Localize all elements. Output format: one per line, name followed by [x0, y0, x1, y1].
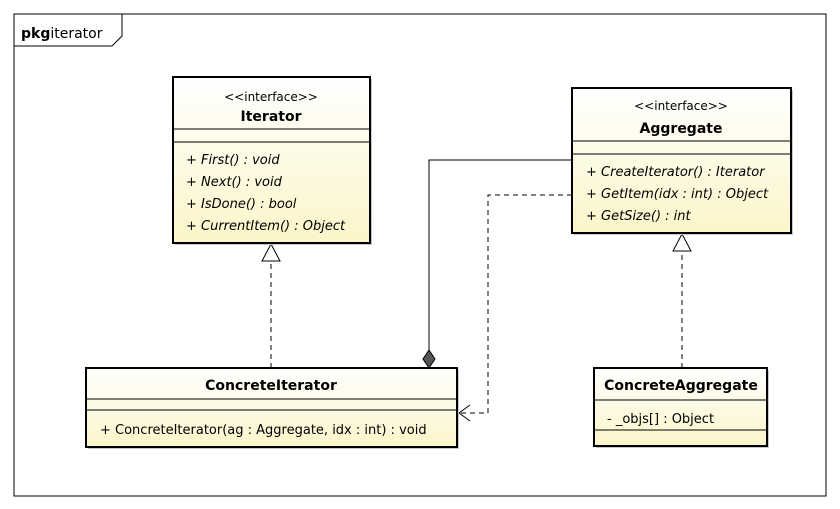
composition-diamond	[422, 349, 436, 369]
class-concrete-iterator-box	[85, 367, 458, 448]
package-name: iterator	[50, 26, 102, 42]
class-iterator[interactable]: <<interface>> Iterator + First() : void …	[172, 76, 372, 245]
package-border	[13, 13, 827, 497]
package-tab	[14, 14, 123, 47]
operation-getitem: + GetItem(idx : int) : Object	[586, 187, 769, 202]
class-concrete-aggregate-name: ConcreteAggregate	[604, 378, 758, 394]
class-iterator-stereotype: <<interface>>	[224, 90, 318, 104]
operation-next: + Next() : void	[186, 175, 283, 190]
composition-line	[428, 159, 572, 350]
package-keyword: pkg	[21, 26, 50, 42]
realization-iterator-arrowhead	[261, 242, 281, 262]
operation-first: + First() : void	[186, 153, 280, 168]
class-concrete-iterator-name: ConcreteIterator	[205, 378, 337, 394]
realization-aggregate-arrowhead	[672, 232, 692, 252]
class-aggregate-stereotype: <<interface>>	[634, 99, 728, 113]
class-iterator-box	[172, 76, 371, 244]
package-label: pkgiterator	[21, 26, 103, 42]
class-aggregate-name: Aggregate	[640, 121, 723, 137]
package-frame: pkgiterator	[13, 13, 827, 497]
operation-currentitem: + CurrentItem() : Object	[186, 219, 346, 234]
class-concrete-aggregate[interactable]: ConcreteAggregate - _objs[] : Object	[593, 367, 769, 448]
operation-concreteiterator-constructor: + ConcreteIterator(ag : Aggregate, idx :…	[100, 423, 427, 438]
class-iterator-name: Iterator	[241, 109, 302, 125]
operation-isdone: + IsDone() : bool	[186, 197, 297, 212]
operation-getsize: + GetSize() : int	[586, 209, 692, 224]
class-concrete-aggregate-box	[593, 367, 768, 447]
dependency-line	[460, 194, 572, 414]
class-aggregate-box	[571, 87, 792, 234]
operation-createiterator: + CreateIterator() : Iterator	[586, 165, 766, 180]
class-aggregate[interactable]: <<interface>> Aggregate + CreateIterator…	[571, 87, 793, 235]
attribute-objs: - _objs[] : Object	[607, 412, 714, 427]
class-concrete-iterator[interactable]: ConcreteIterator + ConcreteIterator(ag :…	[85, 367, 459, 449]
